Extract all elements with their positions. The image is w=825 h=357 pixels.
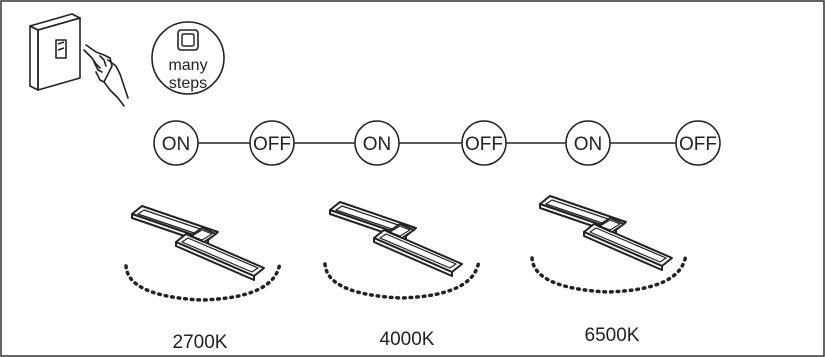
on-off-sequence: ON OFF ON OFF ON OFF (153, 120, 721, 166)
lamp-group-2: 4000K (323, 201, 481, 350)
sequence-step-3: ON (354, 120, 400, 166)
sequence-step-4: OFF (461, 120, 507, 166)
steps-label-line1: many (168, 57, 207, 74)
lamp-group-3: 6500K (530, 195, 688, 346)
sequence-step-4-label: OFF (465, 134, 503, 155)
sequence-step-1-label: ON (162, 134, 191, 155)
lamp-group-1: 2700K (124, 205, 282, 353)
wall-switch-icon (29, 13, 81, 91)
sequence-step-6-label: OFF (679, 134, 717, 155)
temperature-label-1: 2700K (173, 332, 228, 353)
sequence-step-3-label: ON (363, 134, 392, 155)
many-steps-icon: many steps (151, 21, 225, 95)
sequence-step-5-label: ON (574, 134, 603, 155)
sequence-step-6: OFF (675, 120, 721, 166)
sequence-step-2-label: OFF (253, 134, 291, 155)
steps-label-line2: steps (169, 75, 207, 92)
ceiling-lamp-icon (131, 205, 265, 281)
pointing-hand-icon (83, 44, 129, 107)
temperature-label-3: 6500K (585, 325, 640, 346)
temperature-label-2: 4000K (380, 329, 435, 350)
sequence-step-2: OFF (249, 120, 295, 166)
ceiling-lamp-icon (329, 201, 463, 277)
ceiling-lamp-icon (539, 195, 673, 271)
sequence-step-5: ON (565, 120, 611, 166)
sequence-step-1: ON (153, 120, 199, 166)
